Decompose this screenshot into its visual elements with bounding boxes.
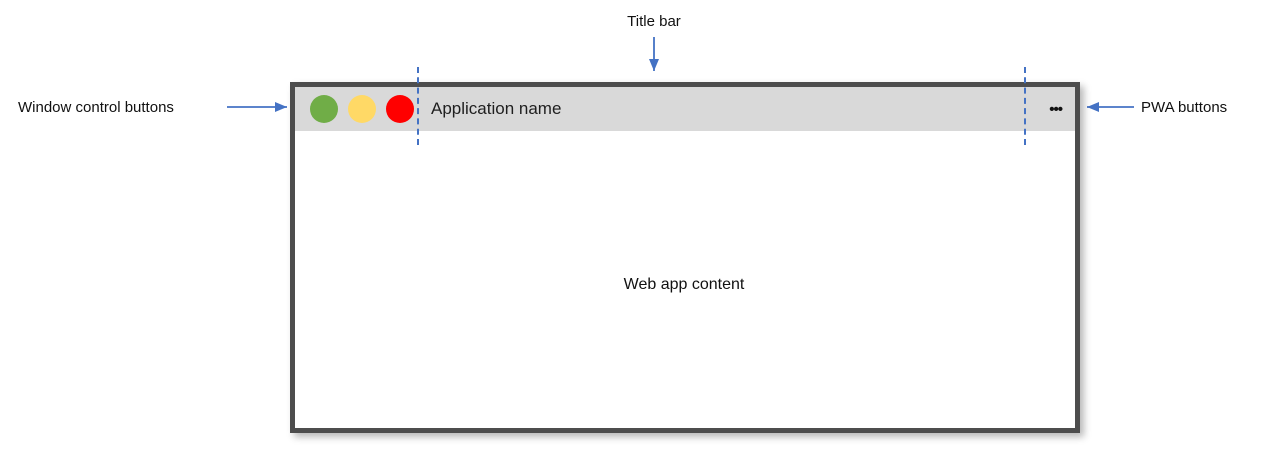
window-control-button-red[interactable] — [386, 95, 414, 123]
pwa-menu-button[interactable]: ••• — [1049, 100, 1063, 118]
label-web-app-content: Web app content — [623, 276, 745, 293]
label-window-control-buttons: Window control buttons — [18, 99, 174, 116]
label-pwa-buttons: PWA buttons — [1141, 99, 1228, 116]
title-bar: Application name ••• — [295, 87, 1075, 131]
titlebar-right-separator-line — [1024, 67, 1026, 145]
app-window: Application name ••• — [290, 82, 1080, 433]
label-title-bar: Title bar — [627, 13, 681, 30]
web-app-content-area — [295, 131, 1075, 428]
window-control-button-green[interactable] — [310, 95, 338, 123]
ellipsis-icon: ••• — [1049, 100, 1063, 118]
window-control-button-yellow[interactable] — [348, 95, 376, 123]
titlebar-left-separator-line — [417, 67, 419, 145]
application-name: Application name — [431, 99, 562, 118]
